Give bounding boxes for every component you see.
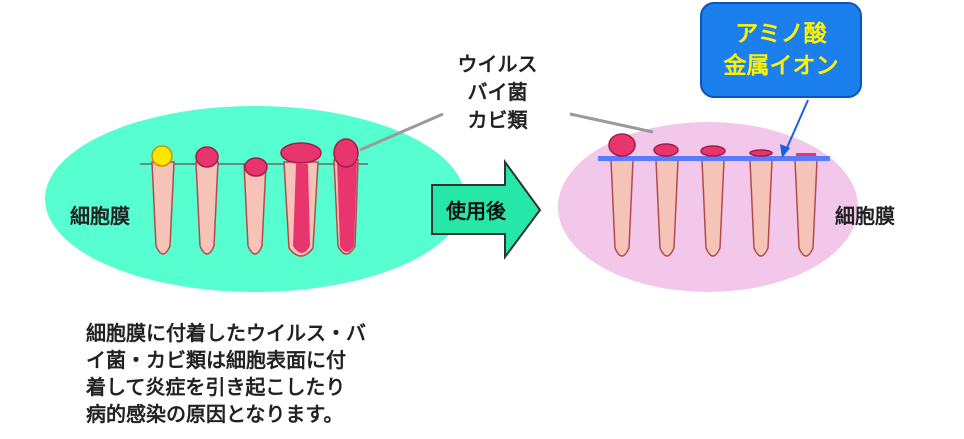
right-pathogen-1 xyxy=(608,133,636,157)
amino-coating-line xyxy=(598,156,830,161)
pathogen-label-line: カビ類 xyxy=(467,108,528,132)
cell-membrane-label-left: 細胞膜 xyxy=(70,204,130,228)
right-pathogen-5 xyxy=(796,153,816,156)
pathogen-3 xyxy=(244,157,268,177)
pathogen-pointer-right xyxy=(569,112,654,134)
pathogen-pointer-left xyxy=(359,112,444,152)
right-villus-1 xyxy=(610,159,634,257)
pathogen-4 xyxy=(280,142,322,164)
amino-pointer xyxy=(785,99,809,151)
right-villus-5 xyxy=(794,159,818,257)
description-line: 細胞膜に付着したウイルス・バ xyxy=(86,321,366,345)
cell-membrane-label-right: 細胞膜 xyxy=(835,204,895,228)
left-villus-3 xyxy=(243,163,267,255)
pathogen-label-line: ウイルス xyxy=(457,52,538,76)
after-use-arrow[interactable] xyxy=(431,158,542,261)
right-villus-4 xyxy=(749,159,773,257)
left-villus-2 xyxy=(195,161,219,255)
amino-pointer-head xyxy=(780,144,790,158)
amino-box-line: アミノ酸 xyxy=(735,21,827,47)
right-pathogen-2 xyxy=(653,143,679,157)
description-line: 病的感染の原因となります。 xyxy=(86,402,344,426)
pathogen-2 xyxy=(195,146,219,168)
right-villus-3 xyxy=(701,159,725,257)
pathogen-5 xyxy=(333,138,359,168)
amino-box-line: 金属イオン xyxy=(723,53,839,79)
right-pathogen-3 xyxy=(700,145,726,157)
yellow-pathogen xyxy=(151,145,173,167)
left-villus-1 xyxy=(151,161,175,255)
after-use-label: 使用後 xyxy=(446,199,506,223)
description-line: イ菌・カビ類は細胞表面に付 xyxy=(86,348,346,372)
right-villus-2 xyxy=(655,159,679,257)
description-line: 着して炎症を引き起こしたり xyxy=(86,375,346,399)
amino-acid-metal-ion-box: アミノ酸 金属イオン xyxy=(700,2,862,98)
left-villus-5-infection xyxy=(337,162,357,252)
pathogen-label-line: バイ菌 xyxy=(467,80,528,104)
right-pathogen-4 xyxy=(749,149,773,157)
pathogen-label: ウイルス バイ菌 カビ類 xyxy=(440,50,555,134)
description-text: 細胞膜に付着したウイルス・バ イ菌・カビ類は細胞表面に付 着して炎症を引き起こし… xyxy=(86,320,446,428)
left-villus-4-infection xyxy=(293,164,310,253)
